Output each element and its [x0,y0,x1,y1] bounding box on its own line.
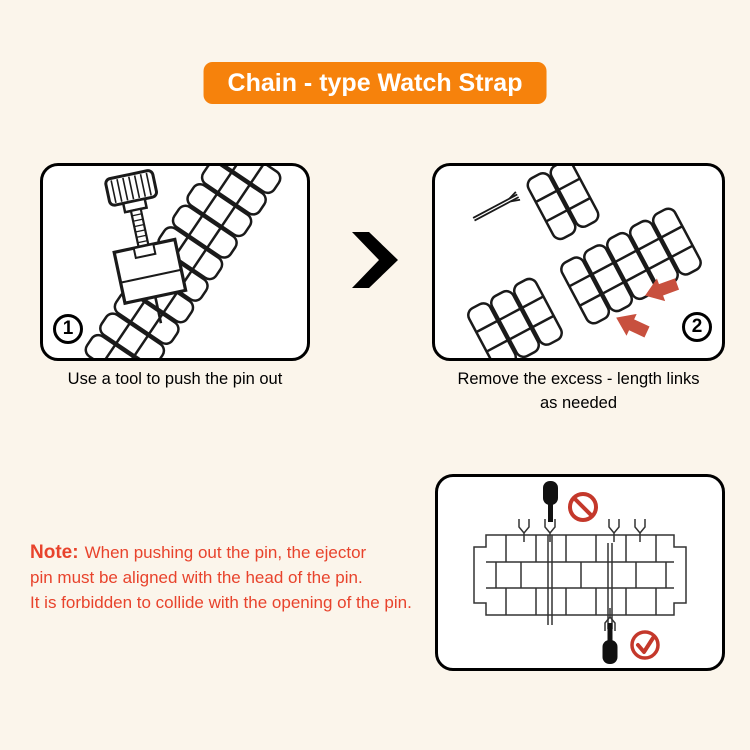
step1-panel: 1 [40,163,310,361]
step2-caption: Remove the excess - length links as need… [432,367,725,415]
step1-caption: Use a tool to push the pin out [40,367,310,391]
fork-pin [544,519,556,542]
chevron-right-icon [352,232,398,288]
fork-pin [518,519,530,542]
note-text: When pushing out the pin, the ejector [84,543,367,562]
detached-links [523,166,603,244]
note-line: pin must be aligned with the head of the… [30,568,363,587]
note-block: Note: When pushing out the pin, the eject… [30,540,460,615]
check-circle-icon [630,630,660,660]
knurled-knob [110,172,152,204]
alignment-detail-panel [435,474,725,671]
note-line: Note: When pushing out the pin, the eject… [30,540,460,565]
removed-band-segment [464,274,566,358]
arrow-toward-gap-lower [616,313,650,338]
alignment-diagram [473,481,687,664]
strap-cross-section [473,519,687,631]
caption-line: as needed [539,394,618,412]
ejector-pin [154,296,163,324]
step2-illustration [464,166,705,358]
caption-line: Remove the excess - length links [457,370,700,388]
title-banner: Chain - type Watch Strap [203,62,547,104]
note-label: Note: [30,542,79,563]
ejector-tool-top [543,481,558,522]
prohibition-icon [568,492,598,522]
step2-number-badge: 2 [682,312,712,342]
spring-pin [472,191,521,222]
step2-panel: 2 [432,163,725,361]
note-line: It is forbidden to collide with the open… [30,593,412,612]
caption-line: Use a tool to push the pin out [67,370,283,388]
arrow-toward-gap-upper [645,278,680,302]
red-arrows [616,278,680,338]
link-remover-tool [104,169,188,324]
step1-illustration [81,166,285,358]
fork-pin [634,519,646,542]
fork-pin [608,519,620,542]
ejector-tool-bottom [602,623,618,664]
step1-number-badge: 1 [53,314,83,344]
